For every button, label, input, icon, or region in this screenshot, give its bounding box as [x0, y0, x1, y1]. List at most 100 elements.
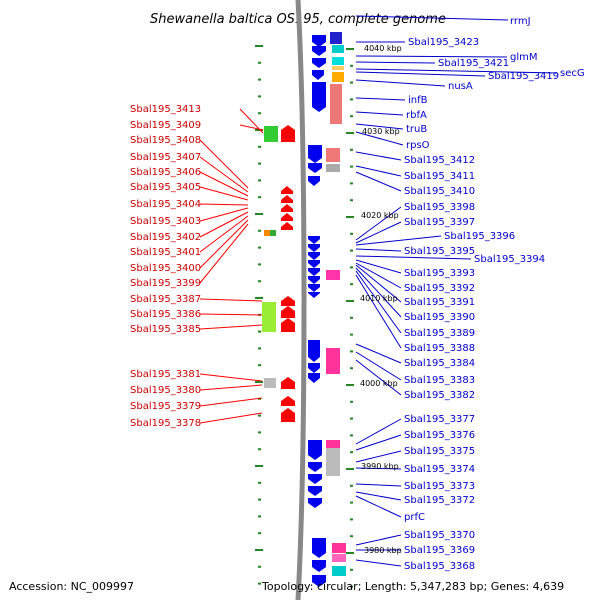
gene-label: Sbal195_3393	[404, 268, 475, 279]
leader-line-left	[199, 211, 249, 238]
leader-line-left	[199, 203, 249, 206]
leader-line-right	[355, 171, 402, 192]
left-gene-labels: Sbal195_3413 Sbal195_3409 Sbal195_3408 S…	[130, 104, 201, 429]
tick-mark-left	[255, 549, 263, 551]
tick-mark-left	[255, 381, 263, 383]
gene-label: Sbal195_3407	[130, 152, 201, 163]
leader-line-right	[355, 343, 402, 364]
gene-label: Sbal195_3410	[404, 186, 475, 197]
reverse-gene-arrow	[308, 498, 322, 508]
gene-label: Sbal195_3375	[404, 446, 475, 457]
tick-mark-left	[258, 431, 261, 434]
forward-gene-arrow	[281, 186, 293, 194]
gene-label: Sbal195_3419	[488, 71, 559, 82]
gene-label: infB	[408, 95, 428, 106]
reverse-gene-box	[332, 45, 344, 53]
gene-label: Sbal195_3369	[404, 545, 475, 556]
gene-label: Sbal195_3413	[130, 104, 201, 115]
tick-mark-right	[350, 333, 353, 336]
forward-gene-arrow	[281, 306, 295, 318]
reverse-gene-arrow	[312, 35, 326, 47]
tick-mark-right	[350, 316, 353, 319]
reverse-gene-arrow	[308, 268, 320, 276]
forward-gene-arrow	[281, 222, 293, 230]
gene-label: Sbal195_3404	[130, 199, 201, 210]
kbp-marker: 4040 kbp	[364, 44, 402, 53]
gene-label: Sbal195_3408	[130, 135, 201, 146]
leader-line-right	[355, 351, 402, 381]
tick-mark-right	[346, 48, 354, 50]
leader-line-right	[355, 274, 402, 349]
gene-label: Sbal195_3409	[130, 120, 201, 131]
gene-features	[262, 32, 346, 587]
tick-mark-left	[258, 112, 261, 115]
tick-mark-right	[350, 501, 353, 504]
leader-line-left	[199, 397, 263, 407]
tick-mark-right	[350, 518, 353, 521]
gene-label: Sbal195_3395	[404, 246, 475, 257]
tick-mark-left	[255, 129, 263, 131]
gene-label: Sbal195_3382	[404, 390, 475, 401]
tick-mark-right	[350, 266, 353, 269]
gene-label: Sbal195_3423	[408, 37, 479, 48]
gene-label: Sbal195_3421	[438, 58, 509, 69]
tick-mark-left	[255, 45, 263, 47]
tick-mark-right	[350, 400, 353, 403]
gene-label: Sbal195_3401	[130, 247, 201, 258]
reverse-gene-arrow	[308, 486, 322, 496]
reverse-gene-arrow	[308, 163, 322, 173]
kbp-marker: 3990 kbp	[361, 462, 399, 471]
tick-mark-left	[258, 246, 261, 249]
kbp-marker: 4000 kbp	[360, 379, 398, 388]
gene-label: rrmJ	[510, 16, 531, 27]
leader-line-right	[355, 71, 486, 77]
tick-mark-right	[350, 249, 353, 252]
gene-label: Sbal195_3394	[474, 254, 545, 265]
leader-line-left	[199, 384, 263, 391]
gene-label: rpsO	[406, 140, 430, 151]
gene-label: Sbal195_3403	[130, 216, 201, 227]
tick-mark-right	[350, 367, 353, 370]
leader-line-left	[199, 156, 249, 193]
genome-backbone	[295, 0, 307, 600]
reverse-gene-arrow	[312, 58, 326, 68]
leader-line-right	[355, 111, 404, 116]
topology-text: Topology: circular; Length: 5,347,283 bp…	[262, 580, 565, 593]
gene-label: Sbal195_3411	[404, 171, 475, 182]
gene-label: Sbal195_3399	[130, 278, 201, 289]
tick-mark-left	[258, 515, 261, 518]
reverse-gene-arrow	[308, 276, 320, 284]
gene-label: Sbal195_3372	[404, 495, 475, 506]
leader-line-right	[355, 483, 402, 487]
gene-label: Sbal195_3396	[444, 231, 515, 242]
gene-label: nusA	[448, 81, 473, 92]
forward-gene-arrow	[281, 204, 293, 212]
tick-mark-left	[258, 229, 261, 232]
reverse-gene-arrow	[312, 560, 326, 572]
gene-label: Sbal195_3390	[404, 312, 475, 323]
tick-mark-left	[258, 448, 261, 451]
reverse-gene-box	[326, 448, 340, 476]
tick-mark-right	[350, 484, 353, 487]
tick-mark-right	[350, 199, 353, 202]
reverse-gene-arrow	[312, 70, 324, 80]
tick-mark-left	[258, 582, 261, 585]
reverse-gene-arrow	[308, 260, 320, 268]
tick-mark-right	[350, 451, 353, 454]
tick-mark-right	[350, 115, 353, 118]
kbp-marker: 4020 kbp	[361, 211, 399, 220]
leader-line-right	[355, 264, 402, 303]
tick-mark-right	[350, 434, 353, 437]
reverse-gene-box	[326, 164, 340, 172]
leader-line-left	[199, 219, 249, 269]
reverse-gene-box	[326, 440, 340, 448]
reverse-gene-arrow	[308, 440, 322, 460]
leader-line-right	[355, 359, 402, 396]
tick-mark-left	[258, 364, 261, 367]
tick-mark-left	[258, 78, 261, 81]
reverse-gene-arrow	[312, 82, 326, 112]
leader-line-left	[199, 215, 249, 253]
leader-line-left	[199, 373, 263, 382]
gene-label: Sbal195_3368	[404, 561, 475, 572]
forward-gene-box	[262, 302, 276, 332]
